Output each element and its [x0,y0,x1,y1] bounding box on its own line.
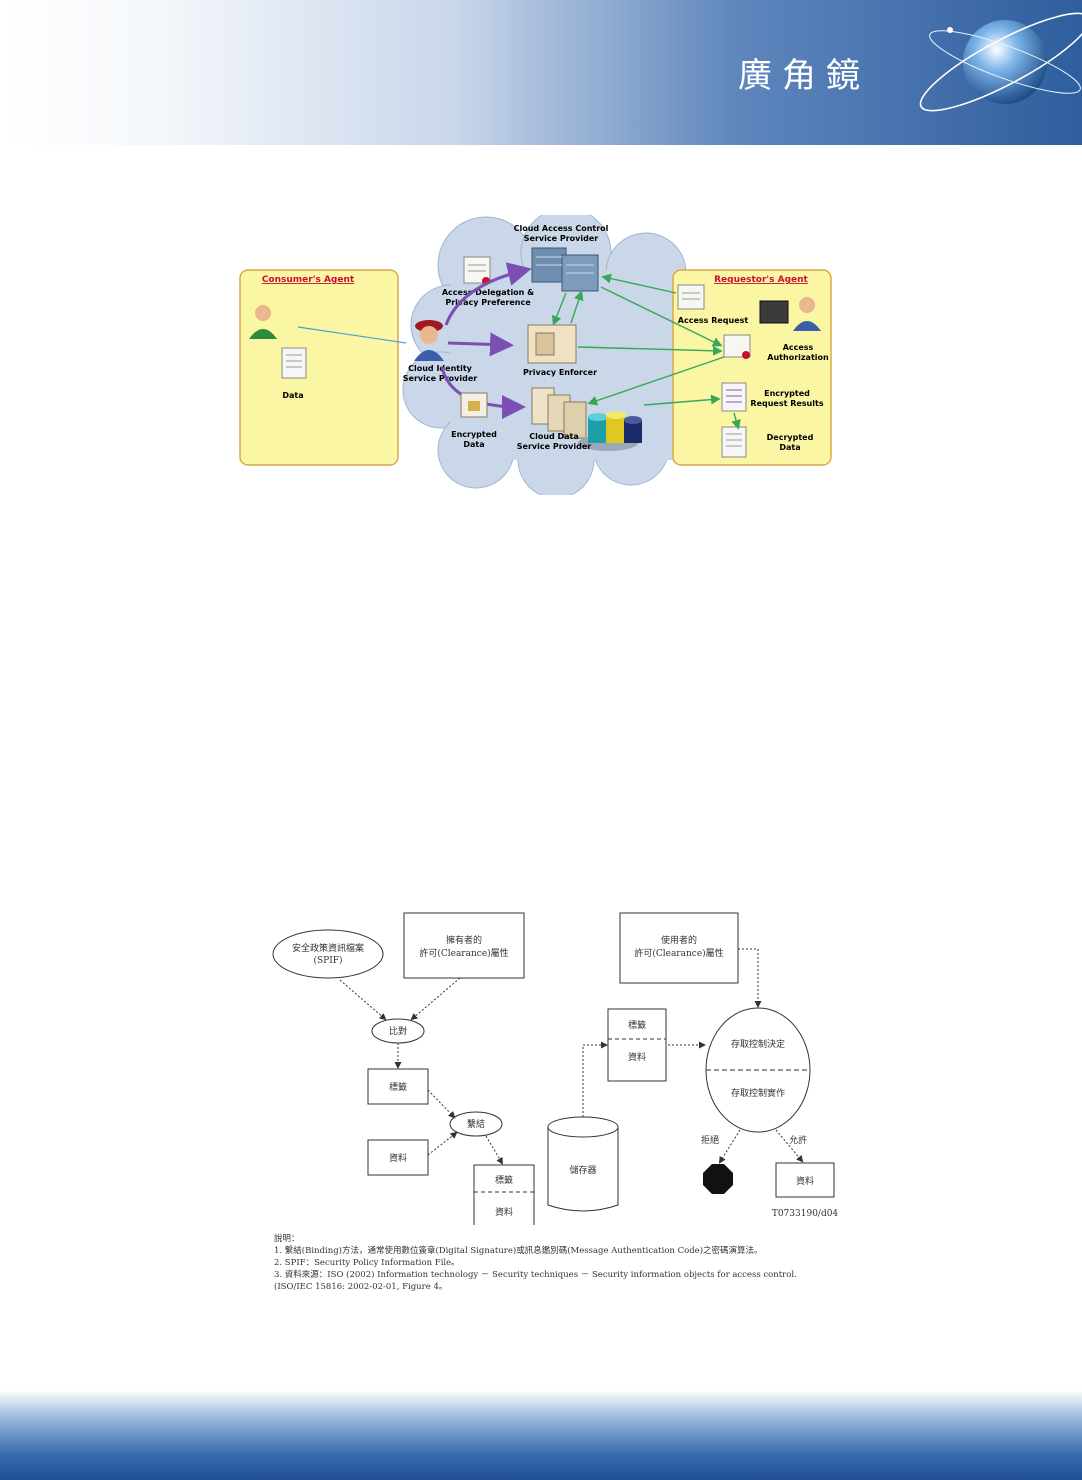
authorization-to-data-arrow [587,356,725,406]
stored-label-text: 標籤 [628,1019,646,1031]
decrypted-data-label-1: Decrypted [767,433,814,442]
figure-code: T0733190/d04 [772,1209,839,1219]
user-label-1: 使用者的 [661,934,697,946]
access-delegation-label-2: Privacy Preference [445,298,531,307]
consumer-agent-title: Consumer's Agent [262,275,355,285]
identity-to-access-control-arrow [444,262,532,326]
user-label-2: 許可(Clearance)屬性 [634,947,723,959]
storage-cylinder [547,1127,619,1212]
deny-label: 拒絕 [701,1134,719,1146]
decrypted-data-icon [721,426,747,458]
user-clearance-box [619,912,739,984]
access-authorization-label-2: Authorization [767,353,829,362]
spif-label-2: (SPIF) [313,955,342,966]
access-request-label: Access Request [678,316,749,325]
access-control-server-icon [531,247,599,292]
decrypted-data-label-2: Data [779,443,800,452]
data-allowed-text: 資料 [796,1175,814,1187]
binding-label: 繫結 [467,1118,485,1130]
encrypted-results-label-2: Request Results [750,399,823,408]
label-box-left [367,1068,429,1105]
note-line: 3. 資料來源：ISO (2002) Information technolog… [274,1270,797,1280]
control-to-authorization-arrow [600,286,723,347]
cloud-data-server-icon [531,387,587,439]
database-cylinders-icon [578,411,642,451]
encrypted-data-label-1: Encrypted [451,430,497,439]
identity-provider-icon [414,320,444,361]
data-box-left [367,1139,429,1176]
allow-label: 允許 [789,1134,807,1146]
access-delegation-label-1: Access Delegation & [442,288,534,297]
data-to-results-arrow [643,394,721,406]
cloud-privacy-diagram: Consumer's Agent Requestor's Agent Data … [239,215,832,495]
enforce-label: 存取控制實作 [731,1087,785,1099]
header-banner [0,0,1082,145]
enforcer-to-authorization-arrow [577,345,723,356]
cloud-identity-label-2: Service Provider [403,374,477,383]
privacy-enforcer-icon [527,324,577,364]
requestor-agent-box [672,269,832,466]
note-line: 2. SPIF：Security Policy Information File… [274,1258,460,1268]
delegation-scroll-icon [463,256,491,285]
figure-notes: 說明： 1. 繫結(Binding)方法，通常使用數位簽章(Digital Si… [274,1233,814,1293]
stored-object-box [607,1008,667,1082]
note-line: 說明： [274,1234,300,1244]
encrypted-data-icon [460,392,488,418]
header-title: 廣角鏡 [738,56,870,96]
owner-label-2: 許可(Clearance)屬性 [419,947,508,959]
requestor-agent-title: Requestor's Agent [714,275,808,285]
access-authorization-label-1: Access [783,343,814,352]
access-control-flowchart: 安全政策資訊檔案 (SPIF) 擁有者的 許可(Clearance)屬性 使用者… [272,912,839,1225]
spif-ellipse [272,929,384,979]
cloud-data-label-1: Cloud Data [529,432,579,441]
cloud-access-control-label-2: Service Provider [524,234,598,243]
note-line: 1. 繫結(Binding)方法，通常使用數位簽章(Digital Signat… [274,1246,763,1256]
cloud-data-label-2: Service Provider [517,442,591,451]
compare-label: 比對 [389,1025,407,1037]
data-document-icon [281,347,307,379]
footer-banner [0,1390,1082,1480]
results-to-decrypted-arrow [731,412,741,430]
privacy-enforcer-label: Privacy Enforcer [523,368,597,377]
storage-label: 儲存器 [569,1164,596,1176]
control-down-arrow [552,292,567,326]
owner-label-1: 擁有者的 [446,934,482,946]
spif-label-1: 安全政策資訊檔案 [292,942,364,954]
decision-label: 存取控制決定 [731,1038,785,1050]
encrypted-results-label-1: Encrypted [764,389,810,398]
encrypted-data-label-2: Data [463,440,484,449]
cloud-access-control-label-1: Cloud Access Control [514,224,609,233]
cloud-identity-label-1: Cloud Identity [408,364,473,373]
data-left-text: 資料 [389,1152,407,1164]
deny-stop-octagon [703,1164,733,1194]
note-line: (ISO/IEC 15816: 2002-02-01, Figure 4。 [274,1282,448,1292]
identity-to-enforcer-arrow [447,332,514,357]
consumer-person-icon [249,305,277,339]
stored-data-text: 資料 [628,1051,646,1063]
bound-label-text: 標籤 [495,1174,513,1186]
data-label: Data [282,391,303,400]
enforcer-up-arrow [570,290,584,324]
encrypted-results-icon [721,382,747,412]
bound-object-box [473,1164,535,1225]
label-left-text: 標籤 [389,1081,407,1093]
access-request-scroll-icon [677,284,705,310]
binding-ellipse [449,1111,503,1137]
consumer-agent-box [239,269,399,466]
requestor-person-icon [759,297,821,331]
owner-clearance-box [403,912,525,979]
request-to-control-arrow [601,273,677,294]
globe-icon [919,12,1082,112]
data-allowed-box [775,1162,835,1198]
bound-data-text: 資料 [495,1206,513,1218]
access-authorization-icon [723,334,751,359]
consumer-identity-link [297,326,407,344]
